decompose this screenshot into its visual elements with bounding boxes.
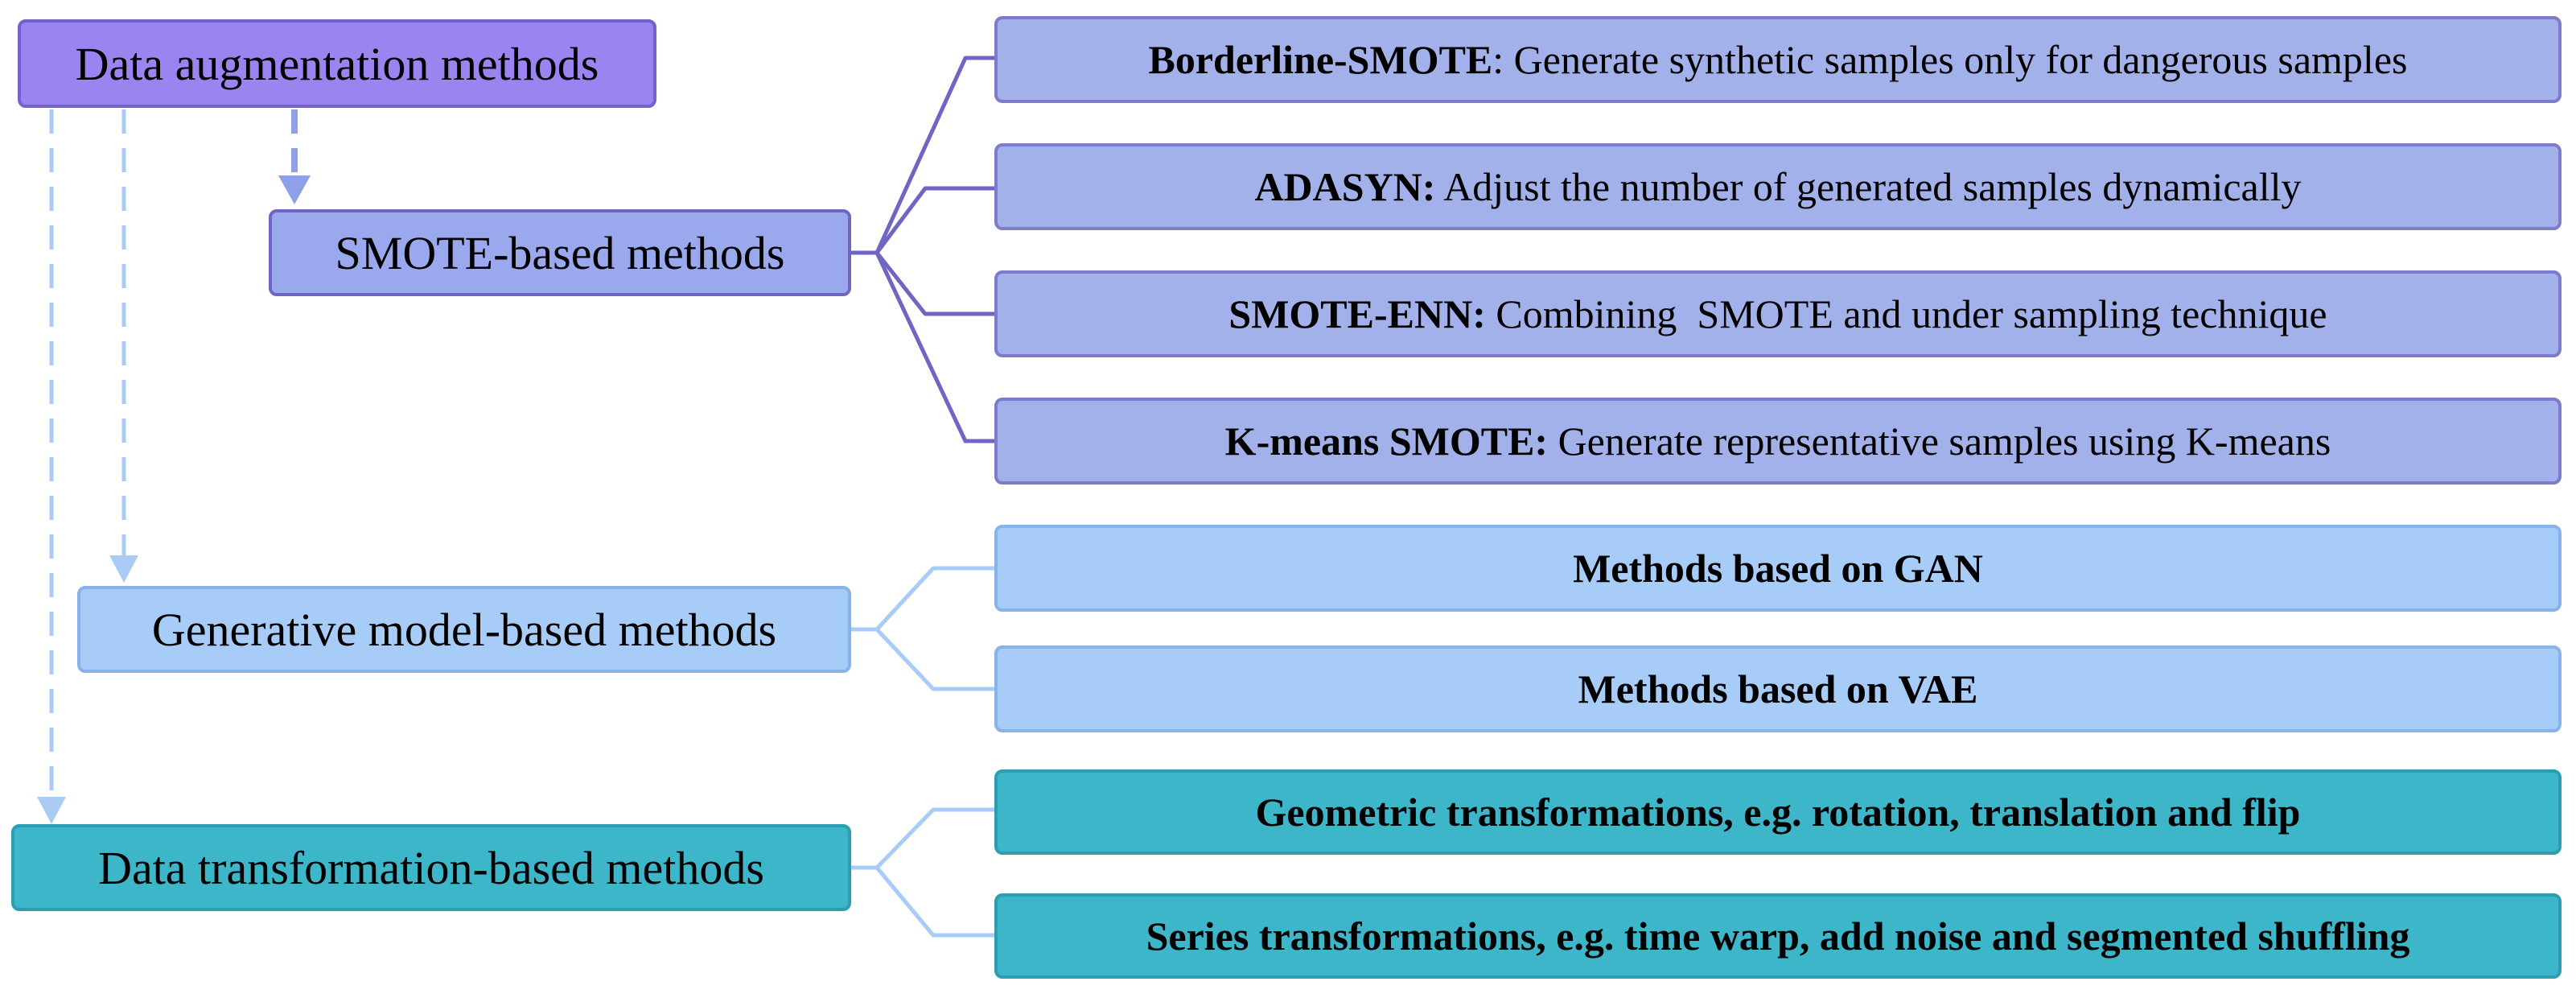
leaf-smote-enn: SMOTE-ENN: Combining SMOTE and under sam… <box>994 270 2562 357</box>
category-smote-label: SMOTE-based methods <box>335 226 785 279</box>
leaf-adasyn-desc: Adjust the number of generated samples d… <box>1435 164 2302 209</box>
leaf-borderline-smote-desc: : Generate synthetic samples only for da… <box>1492 37 2408 82</box>
category-transformation: Data transformation-based methods <box>11 824 851 911</box>
leaf-vae-label: Methods based on VAE <box>1578 666 1978 711</box>
leaf-geometric: Geometric transformations, e.g. rotation… <box>994 769 2562 855</box>
leaf-series: Series transformations, e.g. time warp, … <box>994 893 2562 979</box>
category-generative-label: Generative model-based methods <box>151 603 777 656</box>
root-node: Data augmentation methods <box>18 19 656 108</box>
leaf-kmeans-smote: K-means SMOTE: Generate representative s… <box>994 398 2562 485</box>
leaf-vae: Methods based on VAE <box>994 645 2562 732</box>
leaf-kmeans-smote-desc: Generate representative samples using K-… <box>1548 419 2331 464</box>
leaf-kmeans-smote-name: K-means SMOTE: <box>1224 419 1549 464</box>
dashed-arrow-to-transformation <box>37 109 66 824</box>
leaf-geometric-label: Geometric transformations, e.g. rotation… <box>1255 790 2301 835</box>
leaf-smote-enn-name: SMOTE-ENN: <box>1228 291 1486 336</box>
transformation-branch-connectors <box>851 807 994 938</box>
leaf-gan: Methods based on GAN <box>994 525 2562 612</box>
leaf-adasyn-name: ADASYN: <box>1254 164 1436 209</box>
dashed-arrow-to-smote <box>278 109 311 204</box>
category-smote: SMOTE-based methods <box>269 209 851 296</box>
leaf-smote-enn-desc: Combining SMOTE and under sampling techn… <box>1485 291 2327 336</box>
smote-branch-connectors <box>851 56 994 443</box>
generative-branch-connectors <box>851 566 994 691</box>
category-transformation-label: Data transformation-based methods <box>98 841 764 894</box>
category-generative: Generative model-based methods <box>77 586 851 673</box>
leaf-adasyn: ADASYN: Adjust the number of generated s… <box>994 143 2562 230</box>
leaf-borderline-smote: Borderline-SMOTE: Generate synthetic sam… <box>994 16 2562 103</box>
root-label: Data augmentation methods <box>75 37 599 90</box>
leaf-series-label: Series transformations, e.g. time warp, … <box>1146 913 2410 959</box>
leaf-gan-label: Methods based on GAN <box>1573 546 1983 591</box>
leaf-borderline-smote-name: Borderline-SMOTE <box>1148 37 1493 82</box>
dashed-arrow-to-generative <box>109 109 138 583</box>
